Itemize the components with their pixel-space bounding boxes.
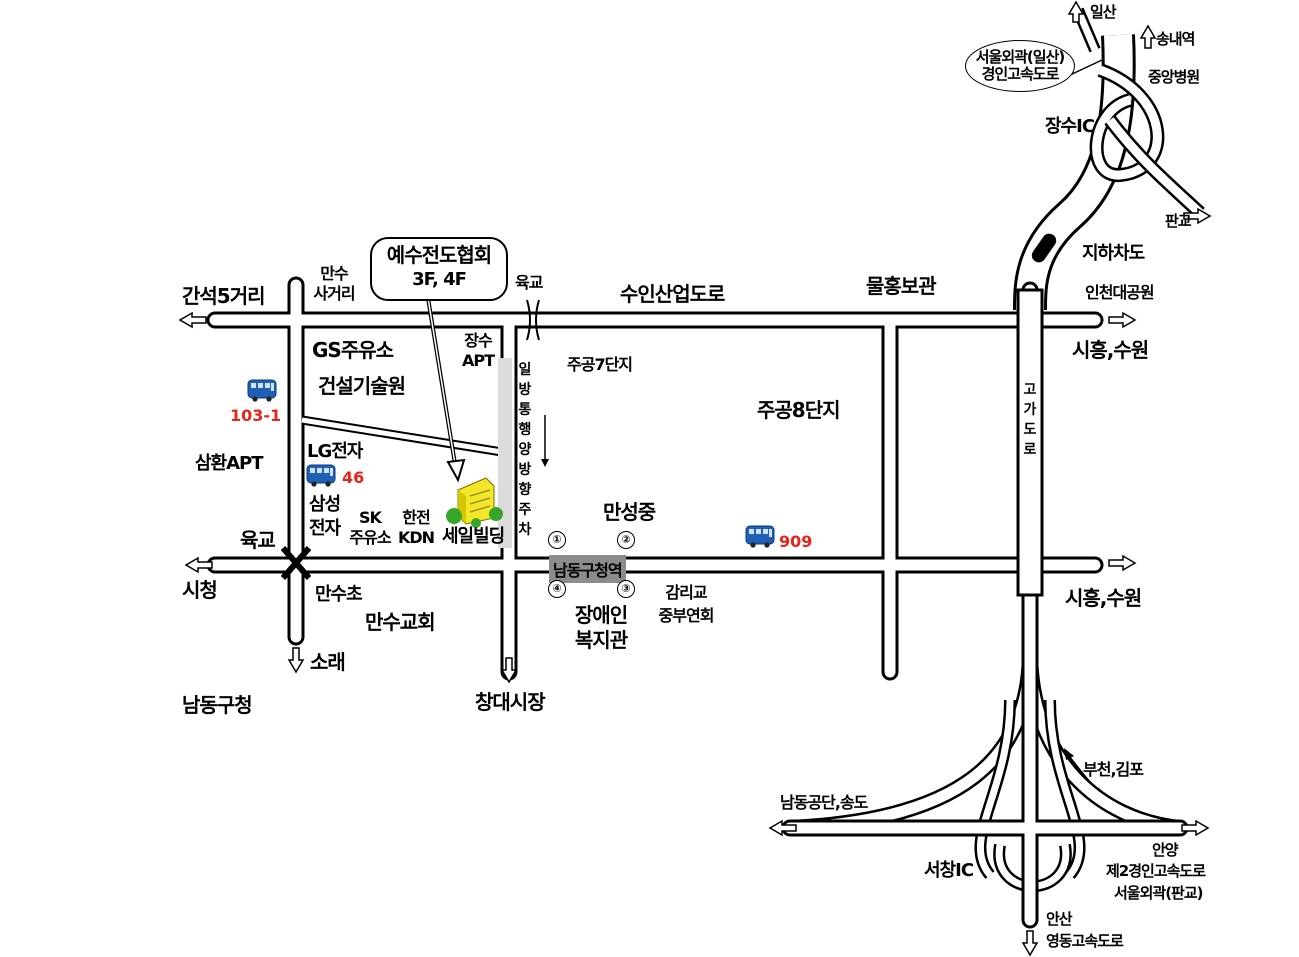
label-kdn-2: KDN — [397, 528, 435, 547]
label-gs: GS주유소 — [312, 338, 394, 362]
label-mansung: 만성중 — [603, 500, 656, 524]
station-label: 남동구청역 — [549, 555, 626, 583]
label-mulhong: 물홍보관 — [866, 274, 937, 298]
label-yukgyo-top: 육교 — [515, 273, 543, 292]
label-sorae: 소래 — [310, 650, 346, 674]
label-namdong-ind: 남동공단,송도 — [780, 793, 868, 812]
bus-icon-1031 — [247, 379, 277, 403]
label-sk-2: 주유소 — [349, 528, 391, 547]
bus-number-46: 46 — [342, 468, 365, 487]
label-hospital: 중앙병원 — [1148, 68, 1200, 86]
label-suin-road: 수인산업도로 — [620, 282, 725, 306]
oneway-char: 차 — [518, 522, 532, 538]
label-mansu-church: 만수교회 — [365, 610, 436, 634]
label-disability-1: 장애인 — [574, 603, 628, 627]
elevated-char: 로 — [1023, 442, 1037, 458]
callout-title: 예수전도협회 — [386, 243, 492, 267]
exit-2: ② — [617, 531, 635, 549]
callout-bubble: 예수전도협회 3F, 4F — [370, 237, 508, 301]
label-disability-2: 복지관 — [574, 628, 628, 652]
bus-icon-46 — [306, 464, 336, 488]
exit-4: ④ — [548, 580, 566, 598]
seil-building-icon — [446, 477, 503, 528]
label-kdn-1: 한전 — [402, 508, 430, 527]
label-ansan: 안산 — [1046, 910, 1073, 928]
callout-floors: 3F, 4F — [412, 269, 467, 290]
bus-number-909: 909 — [779, 532, 813, 551]
elevated-char: 고 — [1023, 382, 1037, 398]
exit-1: ① — [548, 531, 566, 549]
highway-oval: 서울외곽(일산) 경인고속도로 — [965, 40, 1075, 92]
label-changdae: 창대시장 — [475, 690, 546, 714]
oneway-char: 양 — [518, 442, 532, 458]
label-gamri-1: 감리교 — [665, 583, 707, 602]
label-siheung-upper: 시흥,수원 — [1072, 338, 1149, 362]
oneway-char: 행 — [518, 422, 532, 438]
elevated-road-label: 고 가 도 로 — [1022, 380, 1038, 460]
label-songnae: 송내역 — [1156, 30, 1195, 48]
label-second-gyeongin: 제2경인고속도로 — [1106, 862, 1206, 880]
label-yukgyo-left: 육교 — [240, 528, 276, 552]
oval-line2: 경인고속도로 — [981, 65, 1060, 83]
oneway-char: 일 — [518, 362, 532, 378]
oneway-char: 방 — [518, 462, 532, 478]
label-gamri-2: 중부연회 — [658, 606, 715, 625]
label-construction: 건설기술원 — [318, 374, 406, 398]
oneway-char: 향 — [518, 482, 532, 498]
label-bucheon: 부천,김포 — [1083, 760, 1144, 779]
label-sicheong: 시청 — [182, 578, 218, 602]
label-jugong7: 주공7단지 — [567, 355, 633, 374]
bus-number-1031: 103-1 — [230, 406, 282, 425]
label-jugong8: 주공8단지 — [757, 398, 841, 422]
elevated-char: 도 — [1023, 422, 1037, 438]
oneway-parking-label: 일 방 통 행 양 방 향 주 차 — [517, 360, 533, 540]
label-siheung-lower: 시흥,수원 — [1065, 586, 1142, 610]
oneway-char: 통 — [518, 402, 532, 418]
label-sk-1: SK — [359, 508, 382, 527]
label-samsung-2: 전자 — [309, 518, 341, 539]
label-lg: LG전자 — [307, 441, 363, 462]
bus-icon-909 — [745, 525, 775, 549]
label-incheon-park: 인천대공원 — [1085, 283, 1155, 302]
label-namdong-office: 남동구청 — [182, 693, 253, 717]
oneway-char: 주 — [518, 502, 532, 518]
label-seil: 세일빌딩 — [442, 526, 505, 547]
label-mansu-jct-1: 만수 — [320, 264, 348, 283]
label-pangyo: 판교 — [1165, 212, 1192, 230]
label-ilsan: 일산 — [1090, 3, 1117, 21]
label-samhwan: 삼환APT — [195, 453, 264, 474]
oneway-char: 방 — [518, 382, 532, 398]
elevated-char: 가 — [1023, 402, 1037, 418]
oval-line1: 서울외곽(일산) — [975, 48, 1066, 66]
exit-3: ③ — [617, 580, 635, 598]
label-yeongdong: 영동고속도로 — [1046, 932, 1124, 950]
label-seochang-ic: 서창IC — [924, 860, 974, 881]
label-mansu-jct-2: 사거리 — [313, 284, 355, 303]
label-jangsu-apt-2: APT — [461, 351, 495, 370]
label-underpass: 지하차도 — [1082, 243, 1145, 264]
label-ganseok: 간석5거리 — [182, 284, 266, 308]
label-anyang: 안양 — [1152, 841, 1179, 859]
label-jangsu-ic: 장수IC — [1045, 116, 1095, 137]
label-mansu-school: 만수초 — [315, 584, 363, 605]
label-seoul-pangyo: 서울외곽(판교) — [1114, 884, 1204, 902]
label-samsung-1: 삼성 — [309, 494, 341, 515]
label-jangsu-apt-1: 장수 — [464, 331, 492, 350]
